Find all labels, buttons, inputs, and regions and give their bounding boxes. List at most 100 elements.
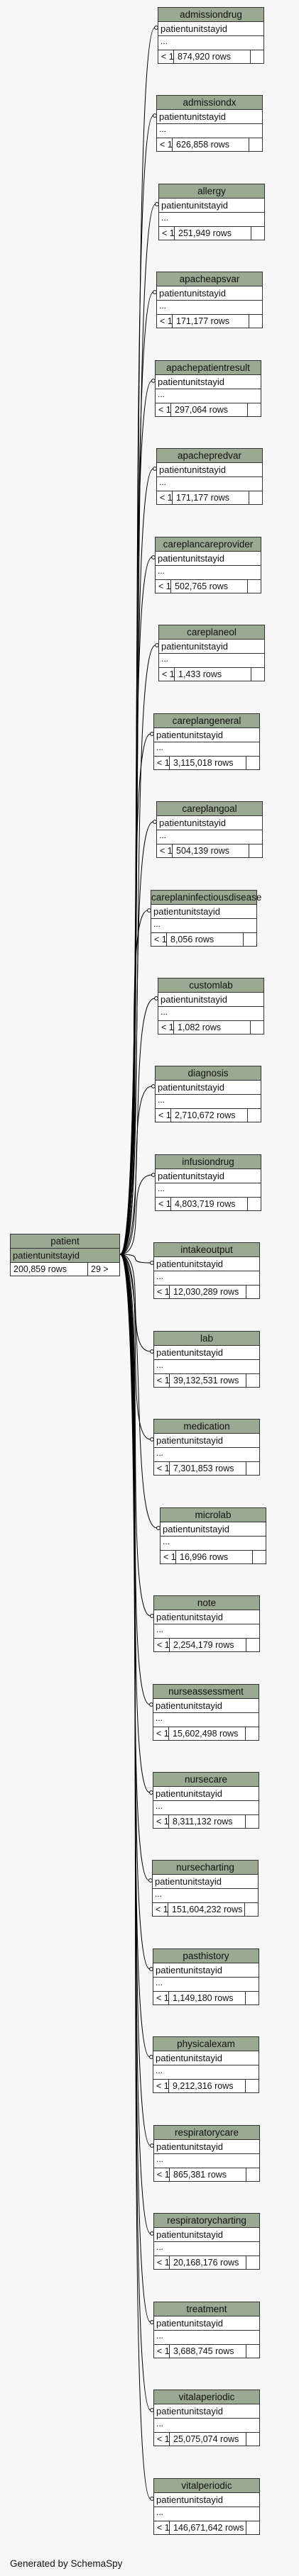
table-name: allergy: [159, 184, 264, 199]
column-patientunitstayid: patientunitstayid: [154, 1346, 259, 1360]
edge-medication: [119, 1254, 151, 1440]
table-name: vitalperiodic: [154, 2479, 259, 2493]
more-columns-ellipsis: ...: [154, 1271, 259, 1286]
child-count: [248, 1109, 261, 1122]
edge-careplaninfectiousdisease: [119, 910, 148, 1255]
more-columns-ellipsis: ...: [161, 1537, 266, 1551]
child-count: [251, 1021, 263, 1035]
edge-intakeoutput: [119, 1254, 151, 1264]
row-count: 1,433 rows: [175, 668, 251, 681]
column-patientunitstayid: patientunitstayid: [159, 199, 264, 213]
parent-count: < 1: [154, 2168, 170, 2182]
child-count: [246, 1815, 259, 1829]
child-count: [246, 1374, 259, 1388]
child-count: [251, 227, 264, 240]
child-count: 29 >: [91, 1264, 109, 1274]
edge-microlab: [119, 1254, 158, 1529]
column-patientunitstayid: patientunitstayid: [156, 375, 261, 389]
parent-count: < 1: [156, 403, 171, 417]
column-patientunitstayid: patientunitstayid: [153, 1699, 259, 1713]
parent-count: < 1: [157, 138, 173, 152]
parent-count: < 1: [154, 2345, 170, 2358]
child-count: [246, 1727, 259, 1741]
more-columns-ellipsis: ...: [153, 2065, 259, 2080]
column-patientunitstayid: patientunitstayid: [154, 1434, 259, 1448]
more-columns-ellipsis: ...: [159, 654, 264, 668]
child-count: [251, 50, 263, 64]
more-columns-ellipsis: ...: [156, 1095, 261, 1109]
column-patientunitstayid: patientunitstayid: [153, 1963, 259, 1978]
column-patientunitstayid: patientunitstayid: [159, 640, 264, 654]
row-count: 25,075,074 rows: [170, 2433, 246, 2446]
table-name: infusiondrug: [156, 1155, 261, 1169]
table-name: careplaninfectiousdisease: [151, 891, 261, 905]
child-count: [249, 138, 262, 152]
table-name: apachepredvar: [157, 449, 262, 463]
child-count: [246, 1462, 259, 1476]
more-columns-ellipsis: ...: [159, 213, 264, 227]
more-columns-ellipsis: ...: [154, 1624, 259, 1639]
parent-count: < 1: [159, 668, 175, 681]
column-patientunitstayid: patientunitstayid: [153, 2051, 259, 2065]
more-columns-ellipsis: ...: [156, 566, 261, 580]
row-count: 865,381 rows: [170, 2168, 246, 2182]
parent-count: < 1: [154, 2256, 170, 2270]
edge-lab: [119, 1254, 151, 1352]
more-columns-ellipsis: ...: [154, 2331, 259, 2345]
row-count: 504,139 rows: [173, 844, 249, 858]
row-count: 39,132,531 rows: [170, 1374, 246, 1388]
parent-count: < 1: [153, 2080, 169, 2093]
table-name: admissiondx: [157, 96, 262, 110]
parent-count: < 1: [156, 1109, 171, 1122]
more-columns-ellipsis: ...: [157, 477, 262, 491]
column-patientunitstayid: patientunitstayid: [156, 552, 261, 566]
more-columns-ellipsis: ...: [154, 2419, 259, 2433]
parent-count: < 1: [157, 844, 173, 858]
child-count: [249, 491, 262, 505]
table-name: nursecare: [153, 1773, 259, 1787]
